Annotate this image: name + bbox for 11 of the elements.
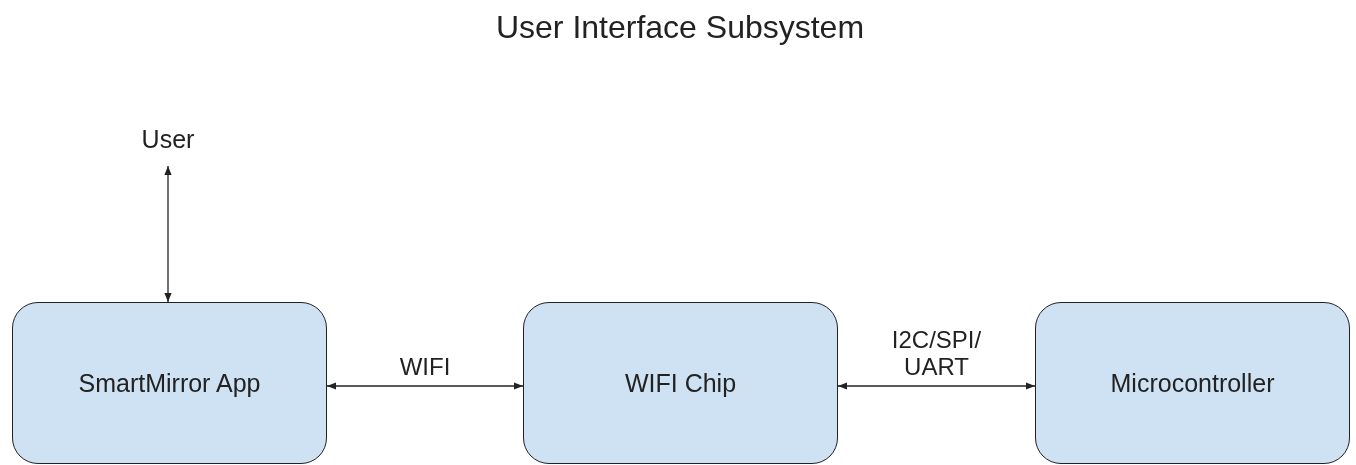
node-label: User bbox=[141, 124, 195, 154]
process-box bbox=[12, 302, 327, 464]
box-label: WIFI Chip bbox=[624, 368, 737, 398]
box-label: SmartMirror App bbox=[78, 368, 261, 398]
process-box bbox=[523, 302, 838, 464]
double-arrow bbox=[164, 165, 172, 303]
diagram-title: User Interface Subsystem bbox=[494, 8, 866, 47]
double-arrow bbox=[326, 382, 524, 390]
process-box bbox=[1035, 302, 1350, 464]
box-label: Microcontroller bbox=[1110, 368, 1275, 398]
double-arrow bbox=[837, 382, 1036, 390]
